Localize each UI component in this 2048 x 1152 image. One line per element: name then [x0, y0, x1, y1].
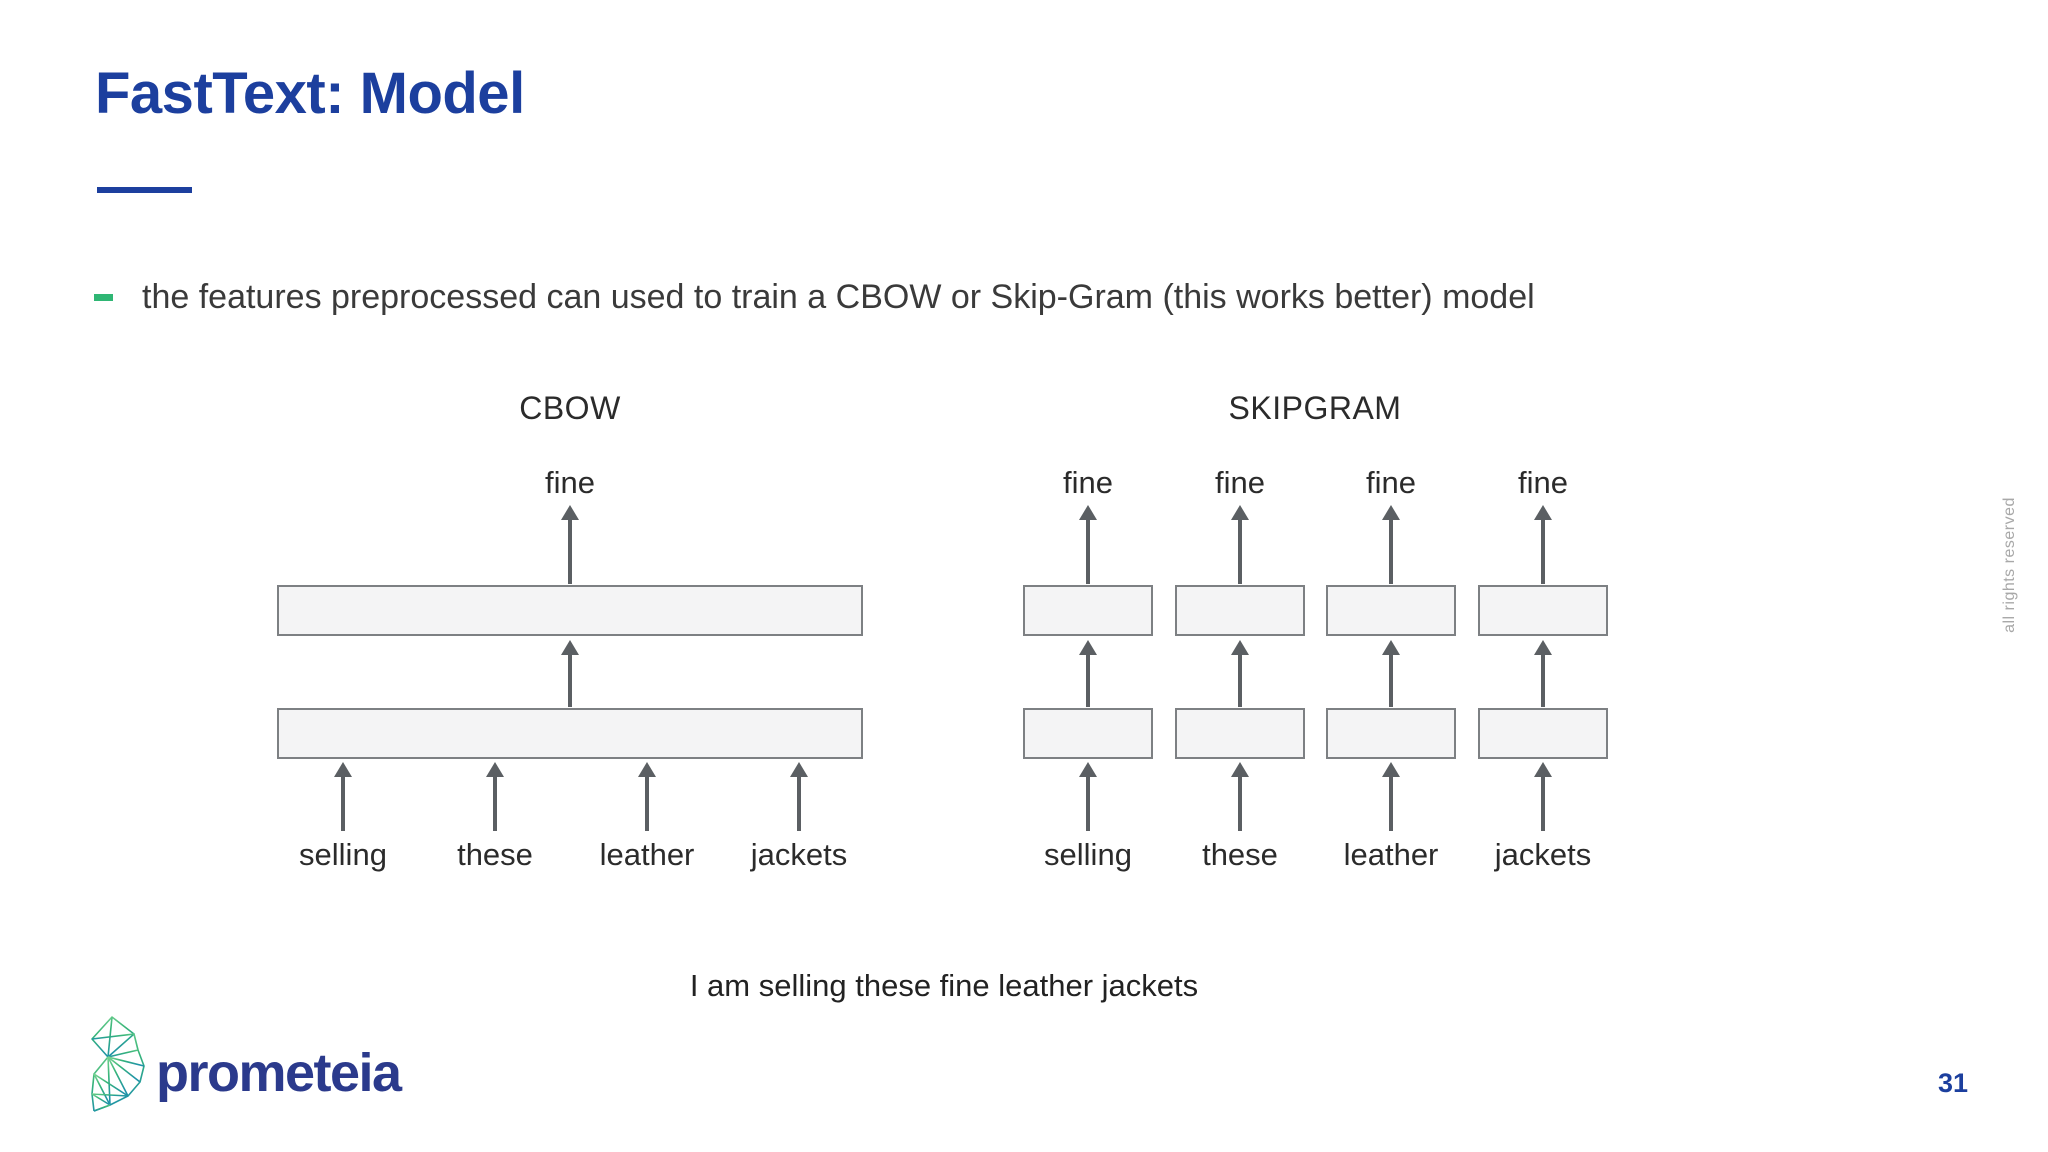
- rights-watermark: all rights reserved: [2001, 497, 2018, 633]
- page-number: 31: [1937, 1068, 1969, 1098]
- skipgram-output-label: fine: [1518, 465, 1568, 500]
- skipgram-input-word: these: [1202, 837, 1278, 872]
- arrow-head: [1382, 640, 1400, 655]
- arrow-head: [486, 762, 504, 777]
- title-underline-dash: [97, 187, 192, 193]
- arrow-head: [1382, 762, 1400, 777]
- arrow-up-icon: [1230, 505, 1250, 584]
- skipgram-hidden-box: [1175, 585, 1305, 636]
- arrow-up-icon: [485, 762, 505, 831]
- skipgram-hidden-box: [1326, 585, 1456, 636]
- arrow-head: [1534, 762, 1552, 777]
- prometeia-logo-text: prometeia: [156, 1043, 402, 1103]
- skipgram-input-box: [1326, 708, 1456, 759]
- skipgram-input-box: [1023, 708, 1153, 759]
- arrow-up-icon: [1381, 762, 1401, 831]
- page-title: FastText: Model: [95, 61, 525, 126]
- arrow-shaft: [1238, 774, 1242, 831]
- arrow-up-icon: [560, 640, 580, 707]
- arrow-up-icon: [1078, 505, 1098, 584]
- arrow-head: [1079, 762, 1097, 777]
- arrow-head: [790, 762, 808, 777]
- arrow-shaft: [1086, 652, 1090, 707]
- prometeia-logo-mark-icon: [91, 1016, 145, 1112]
- arrow-up-icon: [1533, 762, 1553, 831]
- cbow-heading: CBOW: [519, 390, 621, 426]
- skipgram-input-word: leather: [1343, 837, 1439, 872]
- arrow-shaft: [341, 774, 345, 831]
- arrow-shaft: [568, 652, 572, 707]
- arrow-up-icon: [1230, 762, 1250, 831]
- arrow-head: [1231, 505, 1249, 520]
- arrow-up-icon: [1533, 505, 1553, 584]
- skipgram-input-word: jackets: [1494, 837, 1592, 872]
- arrow-shaft: [1238, 652, 1242, 707]
- arrow-head: [1079, 640, 1097, 655]
- skipgram-hidden-box: [1478, 585, 1608, 636]
- arrow-shaft: [1541, 774, 1545, 831]
- arrow-head: [1079, 505, 1097, 520]
- arrow-up-icon: [1533, 640, 1553, 707]
- cbow-input-layer-box: [277, 708, 863, 759]
- arrow-up-icon: [333, 762, 353, 831]
- example-sentence: I am selling these fine leather jackets: [689, 968, 1199, 1003]
- skipgram-input-box: [1478, 708, 1608, 759]
- arrow-shaft: [1389, 774, 1393, 831]
- arrow-shaft: [1086, 774, 1090, 831]
- arrow-head: [1231, 640, 1249, 655]
- skipgram-output-label: fine: [1215, 465, 1265, 500]
- arrow-shaft: [493, 774, 497, 831]
- arrow-head: [334, 762, 352, 777]
- skipgram-output-label: fine: [1366, 465, 1416, 500]
- skipgram-hidden-box: [1023, 585, 1153, 636]
- arrow-shaft: [1389, 652, 1393, 707]
- arrow-head: [561, 640, 579, 655]
- arrow-shaft: [645, 774, 649, 831]
- skipgram-input-word: selling: [1044, 837, 1132, 872]
- arrow-up-icon: [1078, 640, 1098, 707]
- bullet-text: the features preprocessed can used to tr…: [142, 278, 1535, 316]
- arrow-head: [1534, 505, 1552, 520]
- arrow-shaft: [1541, 652, 1545, 707]
- arrow-shaft: [1086, 517, 1090, 584]
- cbow-hidden-layer-box: [277, 585, 863, 636]
- arrow-up-icon: [1381, 640, 1401, 707]
- cbow-input-word: these: [457, 837, 533, 872]
- arrow-shaft: [797, 774, 801, 831]
- arrow-up-icon: [789, 762, 809, 831]
- arrow-up-icon: [560, 505, 580, 584]
- arrow-head: [638, 762, 656, 777]
- skipgram-input-box: [1175, 708, 1305, 759]
- bullet-dash-icon: [94, 294, 113, 301]
- arrow-up-icon: [1381, 505, 1401, 584]
- arrow-head: [1231, 762, 1249, 777]
- arrow-up-icon: [637, 762, 657, 831]
- cbow-input-word: jackets: [750, 837, 848, 872]
- arrow-head: [561, 505, 579, 520]
- arrow-up-icon: [1078, 762, 1098, 831]
- arrow-shaft: [568, 517, 572, 584]
- arrow-shaft: [1389, 517, 1393, 584]
- cbow-input-word: leather: [599, 837, 695, 872]
- cbow-output-label: fine: [545, 465, 595, 500]
- arrow-up-icon: [1230, 640, 1250, 707]
- cbow-input-word: selling: [299, 837, 387, 872]
- arrow-head: [1534, 640, 1552, 655]
- arrow-head: [1382, 505, 1400, 520]
- arrow-shaft: [1541, 517, 1545, 584]
- arrow-shaft: [1238, 517, 1242, 584]
- skipgram-output-label: fine: [1063, 465, 1113, 500]
- skipgram-heading: SKIPGRAM: [1228, 390, 1402, 426]
